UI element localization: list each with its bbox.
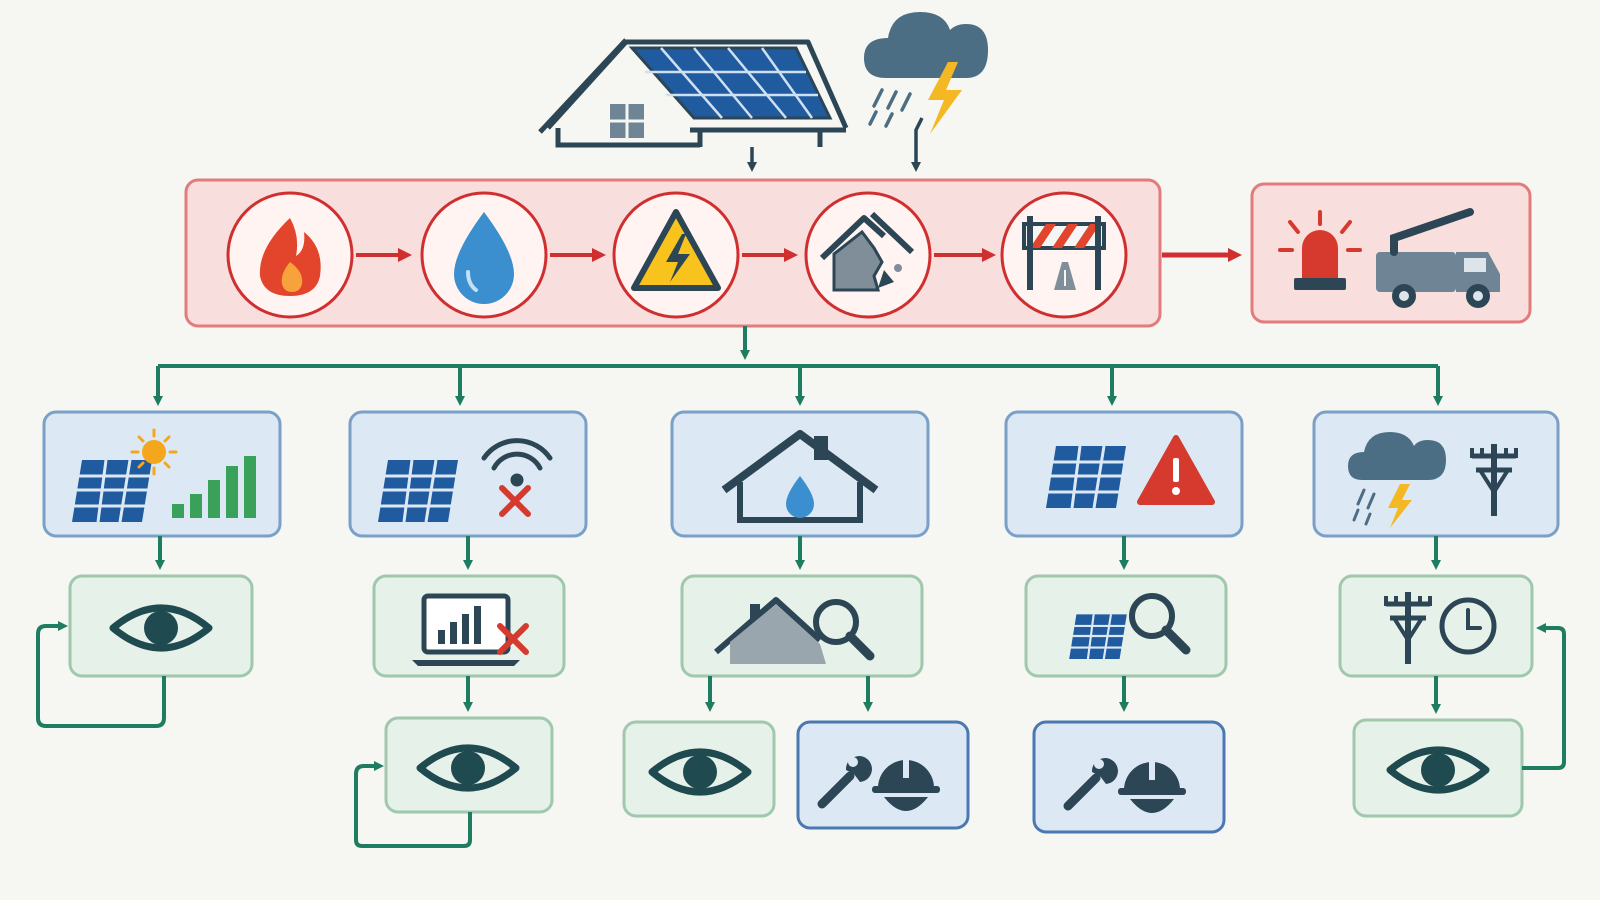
warning-triangle-icon xyxy=(1137,435,1215,505)
error-x-icon xyxy=(499,485,531,517)
solar-panel-icon xyxy=(70,458,154,524)
solar-panel-icon xyxy=(376,458,460,524)
distribution-connectors xyxy=(153,326,1443,406)
solar-panel-icon xyxy=(1044,444,1128,510)
solar-roof-house-icon xyxy=(538,38,849,148)
panel-fault-trigger-box xyxy=(1004,410,1244,538)
road-barrier-icon xyxy=(1000,191,1128,319)
branch-panel-fault xyxy=(1004,410,1244,834)
laptop-chart-error-icon xyxy=(412,593,529,666)
house-water-drop-icon xyxy=(721,430,879,523)
storm-cloud-lightning-icon xyxy=(864,12,988,134)
roof-damage-icon xyxy=(804,191,932,319)
recheck-loop-arrow xyxy=(36,621,166,728)
house-inspect-icon xyxy=(714,597,870,664)
branch-production xyxy=(36,410,282,728)
wifi-icon xyxy=(481,438,553,487)
storm-feed-arrow xyxy=(911,117,924,172)
wait-step-box xyxy=(1338,574,1534,678)
production-bars-icon xyxy=(172,456,256,518)
recheck-loop-arrow xyxy=(354,761,472,848)
branch-communication xyxy=(348,410,588,848)
sun-icon xyxy=(130,428,178,476)
branch-roof-leak xyxy=(622,410,970,830)
water-drop-icon xyxy=(420,191,548,319)
fire-icon xyxy=(226,191,354,319)
recheck-loop-arrow xyxy=(1522,623,1566,770)
utility-pole-clock-icon xyxy=(1386,592,1497,664)
utility-truck-icon xyxy=(1376,208,1500,308)
branch-grid-storm xyxy=(1312,410,1566,818)
emergency-siren-icon xyxy=(1278,210,1362,290)
inspect-step-box xyxy=(1024,574,1228,678)
electrical-hazard-icon xyxy=(612,191,740,319)
